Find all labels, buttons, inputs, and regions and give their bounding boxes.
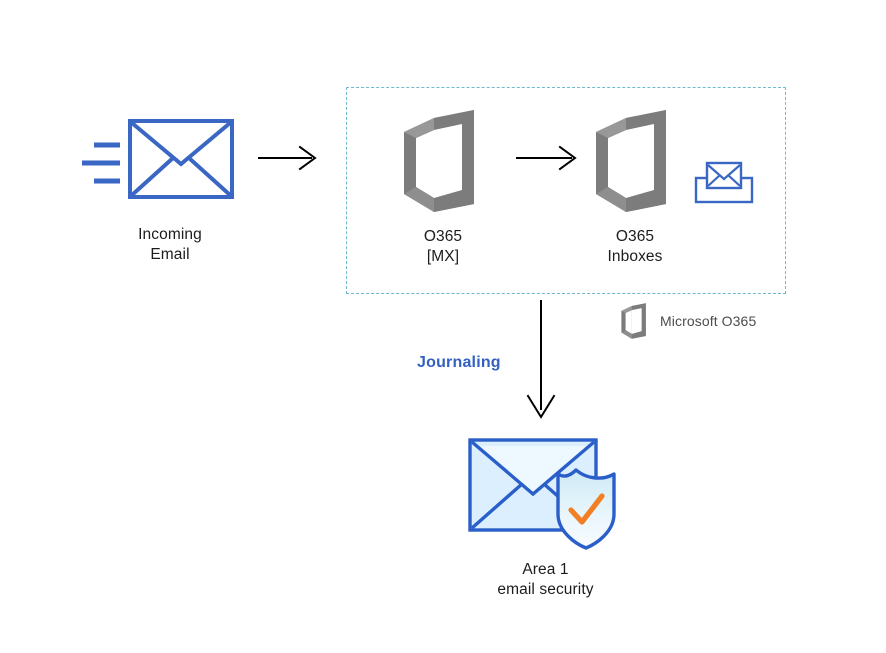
node-o365-mx: O365 [MX] — [378, 110, 508, 267]
legend-label: Microsoft O365 — [660, 313, 757, 329]
office-365-logo-icon — [621, 303, 646, 339]
legend-microsoft-o365: Microsoft O365 — [620, 303, 756, 339]
node-area1-email-security: Area 1 email security — [443, 432, 648, 600]
node-label-o365-inboxes: O365 Inboxes — [607, 228, 663, 265]
office-365-logo-icon — [404, 110, 474, 212]
connector-incoming-to-mx — [258, 145, 317, 171]
inbox-tray-icon — [694, 161, 754, 204]
node-o365-inboxes: O365 Inboxes — [570, 110, 700, 267]
connector-mx-to-inboxes — [516, 145, 577, 171]
envelope-icon — [82, 119, 234, 199]
o365-boundary-zone — [346, 87, 786, 294]
connector-label-journaling: Journaling — [417, 354, 501, 371]
office-365-logo-icon — [596, 110, 666, 212]
node-incoming-email: Incoming Email — [70, 118, 270, 265]
shielded-envelope-icon — [467, 438, 616, 550]
node-label-o365-mx: O365 [MX] — [423, 228, 463, 265]
connector-inboxes-to-area1 — [526, 300, 556, 419]
node-label-incoming-email: Incoming Email — [138, 226, 202, 263]
node-label-area1-email-security: Area 1 email security — [497, 561, 594, 598]
